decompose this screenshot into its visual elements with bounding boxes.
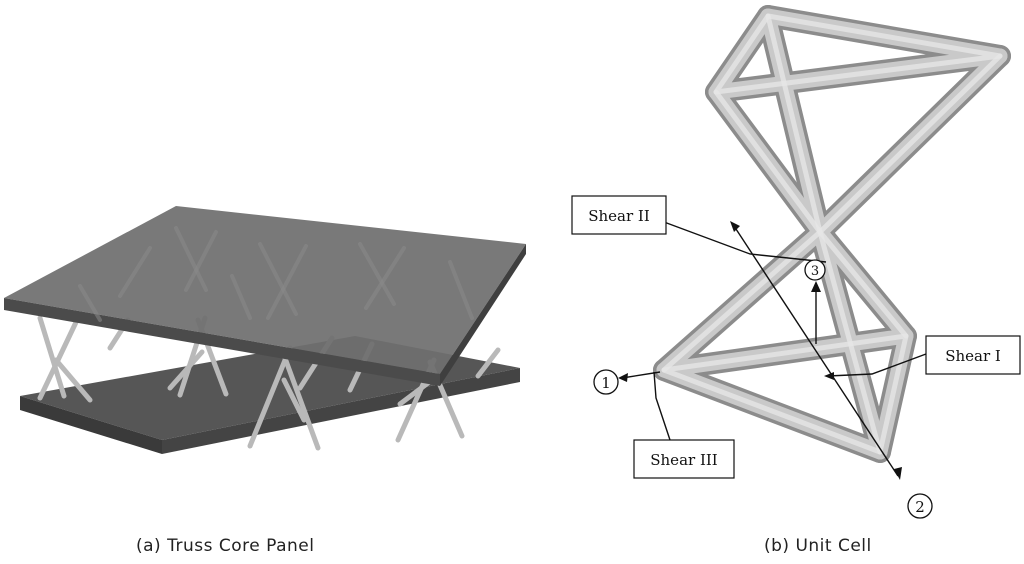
axis-marker-1: 1 [593,369,619,395]
callout-shear-2-label: Shear II [588,207,650,225]
callout-shear-3-label: Shear III [650,451,718,469]
axis-marker-1-label: 1 [601,374,611,392]
caption-truss-core-panel: (a) Truss Core Panel [136,536,315,556]
unit-cell-struts [653,5,1011,463]
callout-shear-1-label: Shear I [945,347,1001,365]
arrow-heads [618,221,902,480]
axis-marker-2: 2 [907,493,933,519]
truss-core-panel [4,206,526,454]
caption-unit-cell: (b) Unit Cell [764,536,872,556]
axis-marker-3: 3 [804,259,826,281]
top-face-sheet [4,206,526,386]
axis-marker-2-label: 2 [915,498,925,516]
annotation-lines [621,221,927,477]
callout-shear-1: Shear I [925,335,1021,375]
callout-shear-3: Shear III [633,439,735,479]
callout-shear-2: Shear II [571,195,667,235]
axis-marker-3-label: 3 [811,264,819,279]
unit-cell: Shear II Shear I Shear III 1 2 3 [571,5,1021,519]
